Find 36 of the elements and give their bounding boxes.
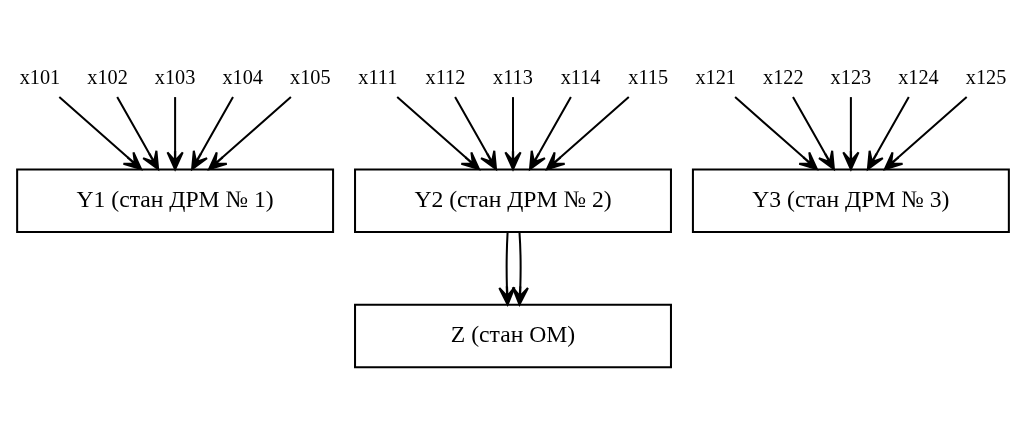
arrow (58, 96, 143, 171)
arrow (883, 96, 968, 171)
node-text: x113 (493, 65, 533, 88)
arrow (545, 96, 630, 171)
node-text: x114 (560, 65, 601, 88)
node-text: x124 (898, 65, 939, 88)
node-box: Y3 (стан ДРМ № 3) (691, 168, 1010, 234)
arrow (208, 96, 292, 171)
node-text: x122 (763, 65, 804, 88)
arrow (498, 232, 516, 306)
arrow (504, 97, 522, 171)
node-text: x112 (425, 65, 466, 88)
node-text: x115 (628, 65, 669, 88)
arrow (842, 97, 860, 171)
arrow (528, 96, 572, 171)
node-text: x104 (222, 65, 263, 88)
arrow (734, 96, 818, 171)
node-box: Y1 (стан ДРМ № 1) (16, 168, 335, 234)
arrow (116, 96, 160, 171)
node-text: x123 (830, 65, 872, 88)
node-text: x101 (19, 65, 61, 88)
node-text: x111 (358, 65, 398, 88)
arrow (866, 96, 910, 171)
node-text: x121 (695, 65, 736, 88)
node-text: x125 (965, 65, 1007, 88)
node-box: Y2 (стан ДРМ № 2) (354, 168, 672, 234)
arrow (454, 96, 498, 171)
node-text: x103 (154, 65, 196, 88)
arrow (511, 232, 529, 306)
arrow (396, 96, 481, 171)
node-text: x102 (87, 65, 128, 88)
node-text: x105 (290, 65, 331, 88)
arrow (166, 97, 184, 171)
arrow (792, 96, 835, 171)
node-box: Z (стан ОМ) (354, 303, 672, 369)
arrow (191, 96, 234, 171)
